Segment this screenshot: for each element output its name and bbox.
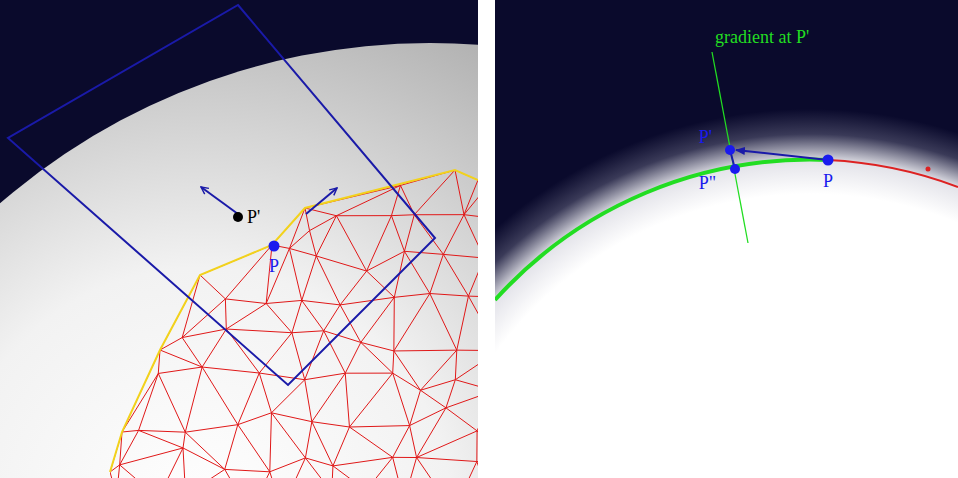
point-label: P" (699, 174, 716, 192)
right-panel (495, 0, 958, 478)
blurred-image (495, 0, 958, 478)
point-marker (730, 164, 740, 174)
point-marker (823, 155, 834, 166)
gradient-line (712, 52, 748, 243)
point-marker (269, 241, 280, 252)
left-panel (0, 0, 478, 478)
displacement-arrow (736, 150, 828, 160)
contour-segment (828, 160, 958, 187)
triangle-mesh (110, 170, 478, 478)
vertex-dot (926, 167, 931, 172)
point-label: P' (247, 208, 260, 226)
point-marker (725, 145, 735, 155)
search-rectangle (8, 5, 435, 385)
point-label: P (269, 257, 279, 275)
gradient-label: gradient at P' (715, 28, 809, 46)
point-label: P (823, 172, 833, 190)
axis-arrow (306, 188, 337, 214)
contour-curve (495, 160, 828, 300)
mesh-edges (110, 170, 478, 478)
mesh-boundary (110, 170, 478, 472)
point-label: P' (699, 128, 712, 146)
point-marker (233, 212, 243, 222)
sphere-surface (0, 43, 478, 478)
axis-arrow (201, 187, 238, 214)
